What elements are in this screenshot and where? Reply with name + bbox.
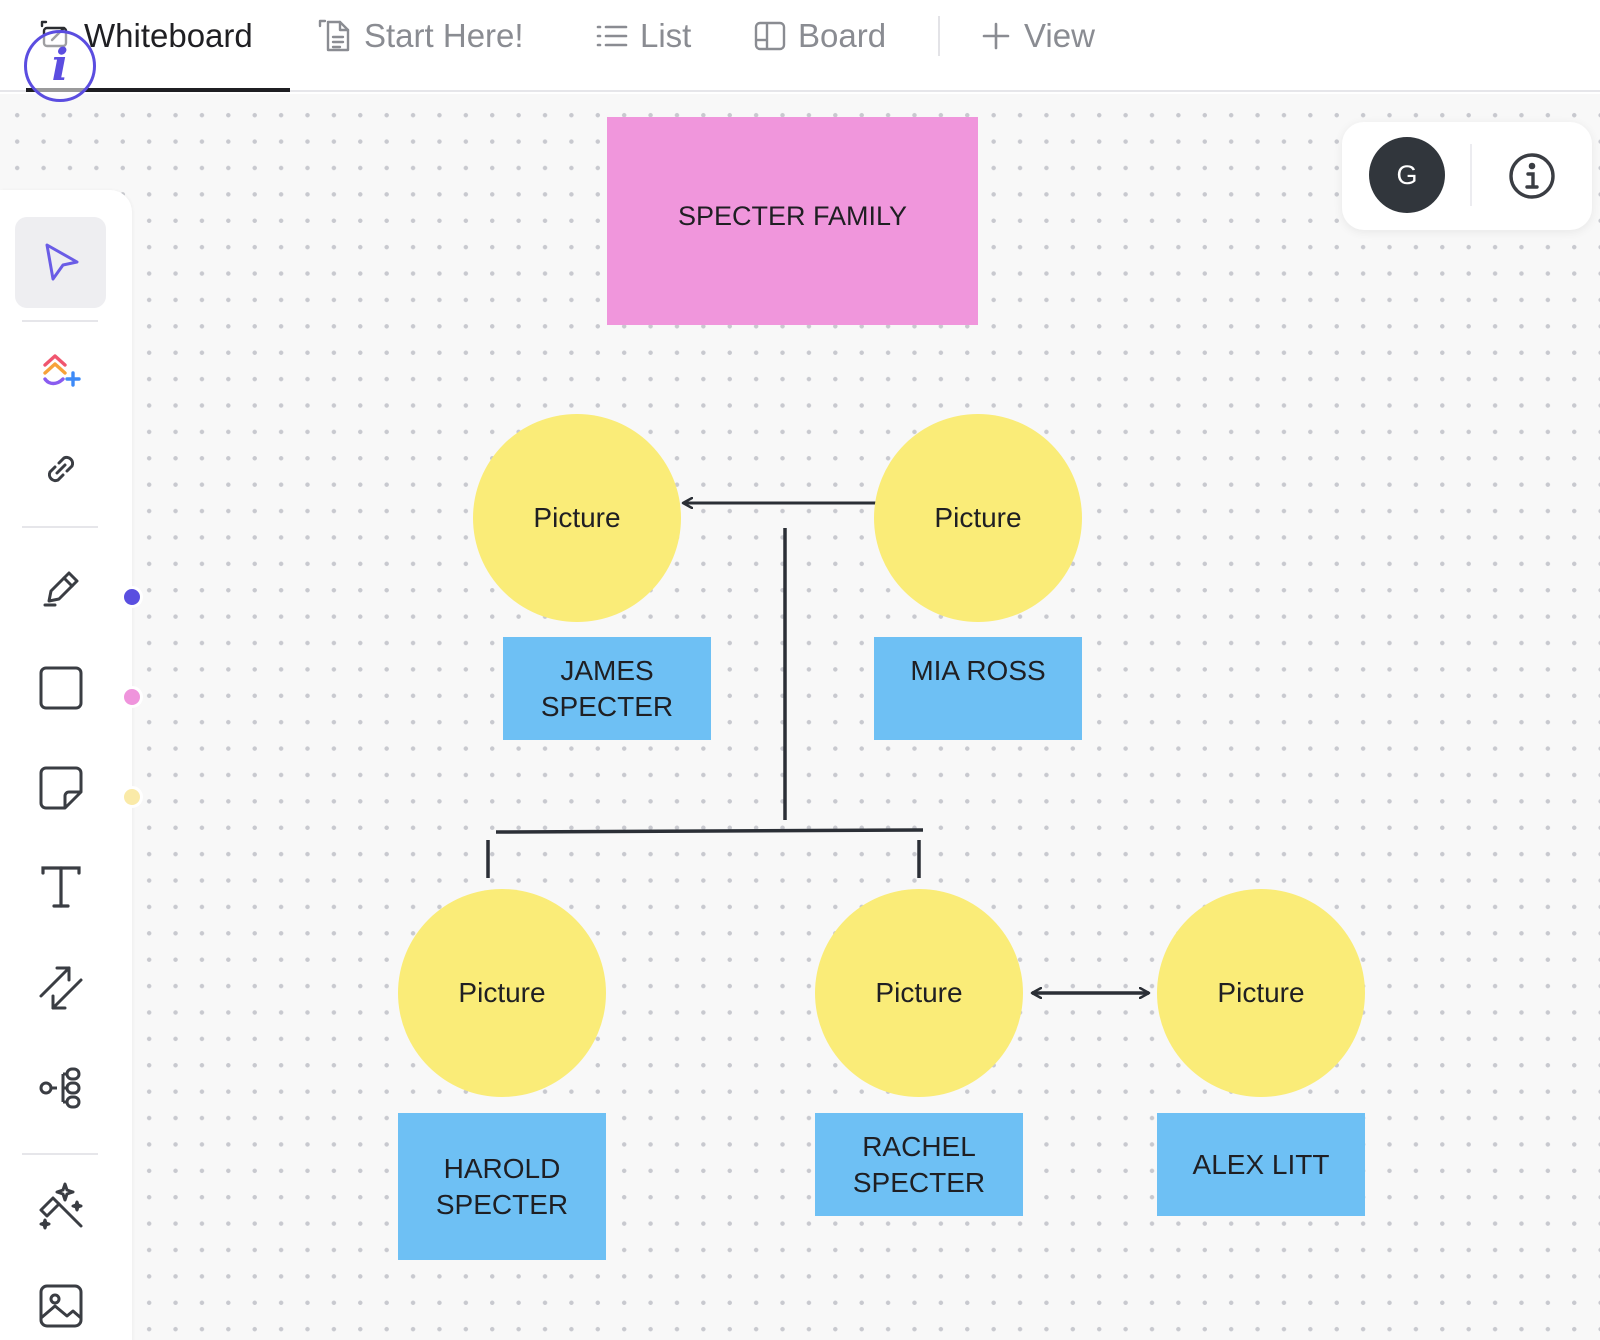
name-rachel: RACHEL SPECTER <box>852 1130 986 1198</box>
tab-start-here-label: Start Here! <box>364 17 524 54</box>
text-tool-button[interactable] <box>15 841 106 932</box>
tab-list[interactable]: List <box>594 14 691 58</box>
info-icon <box>1509 153 1555 199</box>
shape-icon <box>39 666 82 709</box>
photo-circle-james[interactable]: Picture <box>473 414 681 622</box>
photo-circle-alex[interactable]: Picture <box>1157 889 1365 1097</box>
info-badge-glyph: i <box>51 40 69 91</box>
name-card-alex[interactable]: ALEX LITT <box>1157 1113 1365 1216</box>
tab-list-label: List <box>640 17 692 54</box>
tab-divider <box>938 16 940 56</box>
shape-tool-button[interactable] <box>15 642 106 733</box>
name-james: JAMES SPECTER <box>540 654 674 722</box>
link-icon <box>47 455 74 482</box>
plus-icon <box>978 18 1014 54</box>
image-icon <box>39 1284 82 1327</box>
avatar[interactable]: G <box>1369 137 1445 213</box>
photo-placeholder-label: Picture <box>1217 977 1305 1008</box>
sticky-note-button[interactable] <box>15 742 106 833</box>
pointer-icon <box>45 243 78 280</box>
add-view-button[interactable]: View <box>978 14 1095 58</box>
text-icon <box>40 865 81 908</box>
mindmap-icon <box>39 1067 80 1108</box>
clickup-add-icon <box>42 353 81 387</box>
tab-whiteboard[interactable]: Whiteboard <box>38 14 253 58</box>
toolbar-divider <box>22 526 98 528</box>
tab-board-label: Board <box>798 17 887 54</box>
connector-tool-button[interactable] <box>15 942 106 1033</box>
photo-circle-rachel[interactable]: Picture <box>815 889 1023 1097</box>
clickup-add-button[interactable] <box>15 325 106 416</box>
toolbar-divider <box>22 320 98 322</box>
photo-placeholder-label: Picture <box>533 502 621 533</box>
name-card-mia[interactable]: MIA ROSS <box>874 637 1082 740</box>
add-view-label: View <box>1024 17 1095 54</box>
avatar-initial: G <box>1396 159 1418 190</box>
name-card-harold[interactable]: HAROLD SPECTER <box>398 1113 606 1260</box>
photo-placeholder-label: Picture <box>875 977 963 1008</box>
board-icon <box>752 18 788 54</box>
link-button[interactable] <box>15 423 106 514</box>
name-card-rachel[interactable]: RACHEL SPECTER <box>815 1113 1023 1216</box>
family-title-box[interactable]: SPECTER FAMILY <box>607 117 978 325</box>
photo-placeholder-label: Picture <box>458 977 546 1008</box>
panel-divider <box>1470 144 1472 206</box>
tab-start-here[interactable]: Start Here! <box>318 14 524 58</box>
shape-color-dot[interactable] <box>121 686 143 708</box>
info-badge[interactable]: i <box>24 30 96 102</box>
pen-color-dot[interactable] <box>121 586 143 608</box>
sticky-note-icon <box>39 766 82 809</box>
name-mia: MIA ROSS <box>910 655 1046 686</box>
photo-placeholder-label: Picture <box>934 502 1022 533</box>
board-info-button[interactable] <box>1506 150 1558 202</box>
tab-board[interactable]: Board <box>752 14 886 58</box>
family-title-text: SPECTER FAMILY <box>677 201 908 231</box>
list-icon <box>594 18 630 54</box>
sticky-color-dot[interactable] <box>121 786 143 808</box>
active-tab-indicator <box>26 88 290 92</box>
photo-circle-harold[interactable]: Picture <box>398 889 606 1097</box>
image-upload-button[interactable] <box>15 1260 106 1340</box>
ai-magic-icon <box>39 1182 82 1229</box>
tab-whiteboard-label: Whiteboard <box>84 17 253 54</box>
mindmap-tool-button[interactable] <box>15 1042 106 1133</box>
select-tool-button[interactable] <box>15 217 106 308</box>
photo-circle-mia[interactable]: Picture <box>874 414 1082 622</box>
whiteboard-toolbar <box>0 190 143 1340</box>
ai-magic-button[interactable] <box>15 1158 106 1249</box>
doc-icon <box>318 18 354 54</box>
view-tab-bar: Whiteboard Start Here! List Board <box>0 0 1600 92</box>
name-harold: HAROLD SPECTER <box>435 1152 569 1220</box>
collaborators-panel: G <box>1342 122 1592 230</box>
toolbar-divider <box>22 1153 98 1155</box>
pen-tool-button[interactable] <box>15 541 106 632</box>
name-alex: ALEX LITT <box>1192 1148 1330 1180</box>
pen-icon <box>43 571 78 606</box>
name-card-james[interactable]: JAMES SPECTER <box>503 637 711 740</box>
connector-icon <box>39 966 82 1009</box>
